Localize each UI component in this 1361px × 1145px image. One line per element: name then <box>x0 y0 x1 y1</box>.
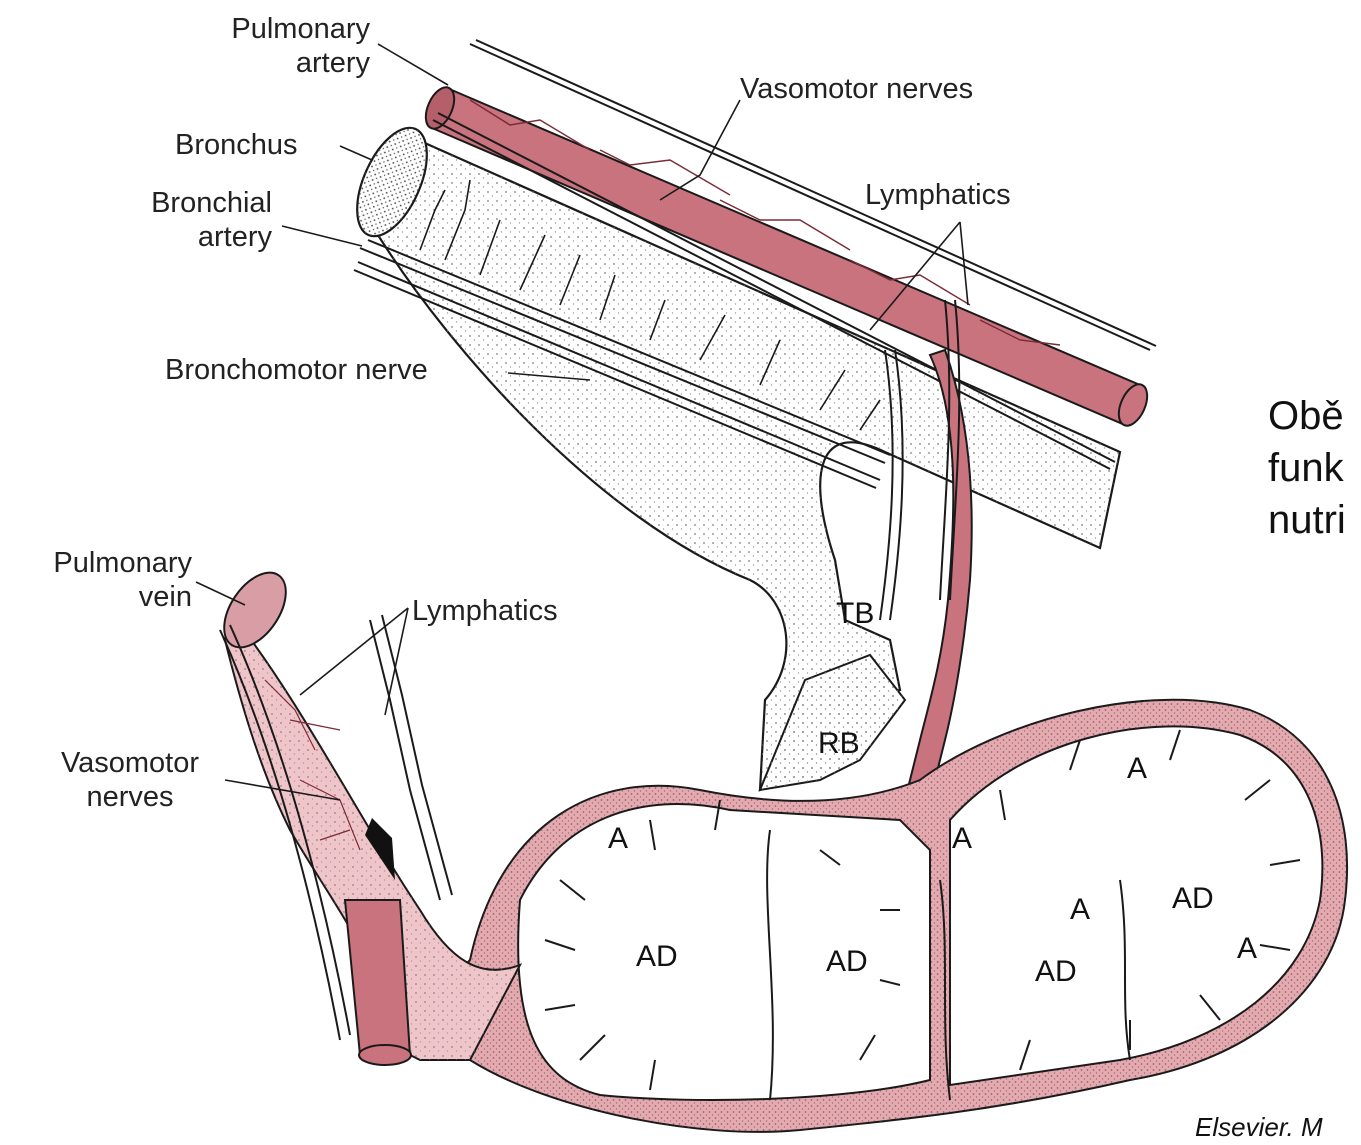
rb-label: RB <box>818 727 860 761</box>
pulmonary-artery-label-line1: Pulmonary <box>150 12 370 46</box>
alveolus-label: A <box>1127 752 1147 786</box>
alveolar-duct-label: AD <box>826 945 868 979</box>
pulmonary-vein-label: Pulmonary vein <box>0 546 192 614</box>
pulmonary-artery-label-line2: artery <box>150 46 370 80</box>
bronchomotor-nerve-label: Bronchomotor nerve <box>165 353 428 387</box>
side-text: Obě funk nutri <box>1268 390 1346 546</box>
alveolar-duct-label: AD <box>1172 882 1214 916</box>
bronchial-artery-label-line1: Bronchial <box>60 186 272 220</box>
alveolus-label: A <box>952 822 972 856</box>
side-text-line2: funk <box>1268 442 1346 494</box>
vasomotor-nerves-left-label-line1: Vasomotor <box>30 746 230 780</box>
alveolus-label: A <box>1237 932 1257 966</box>
side-text-line3: nutri <box>1268 494 1346 546</box>
vasomotor-nerves-top-label: Vasomotor nerves <box>740 72 973 106</box>
pulmonary-vein-label-line2: vein <box>0 580 192 614</box>
vasomotor-nerves-left-label-line2: nerves <box>30 780 230 814</box>
bronchus-label: Bronchus <box>175 128 298 162</box>
tb-label: TB <box>836 597 874 631</box>
lymphatics-left-label: Lymphatics <box>412 594 558 628</box>
image-credit: Elsevier. M <box>1195 1112 1323 1143</box>
lymphatics-top-label: Lymphatics <box>865 178 1011 212</box>
vasomotor-nerves-left-label: Vasomotor nerves <box>30 746 230 814</box>
alveolar-duct-label: AD <box>1035 955 1077 989</box>
pulmonary-vein-vessel <box>212 562 520 1065</box>
pulmonary-vein-label-line1: Pulmonary <box>0 546 192 580</box>
alveolus-label: A <box>608 822 628 856</box>
pulmonary-artery-label: Pulmonary artery <box>150 12 370 80</box>
alveolar-duct-label: AD <box>636 940 678 974</box>
alveolus-label: A <box>1070 893 1090 927</box>
bronchial-artery-label: Bronchial artery <box>60 186 272 254</box>
bronchial-artery-label-line2: artery <box>60 220 272 254</box>
side-text-line1: Obě <box>1268 390 1346 442</box>
